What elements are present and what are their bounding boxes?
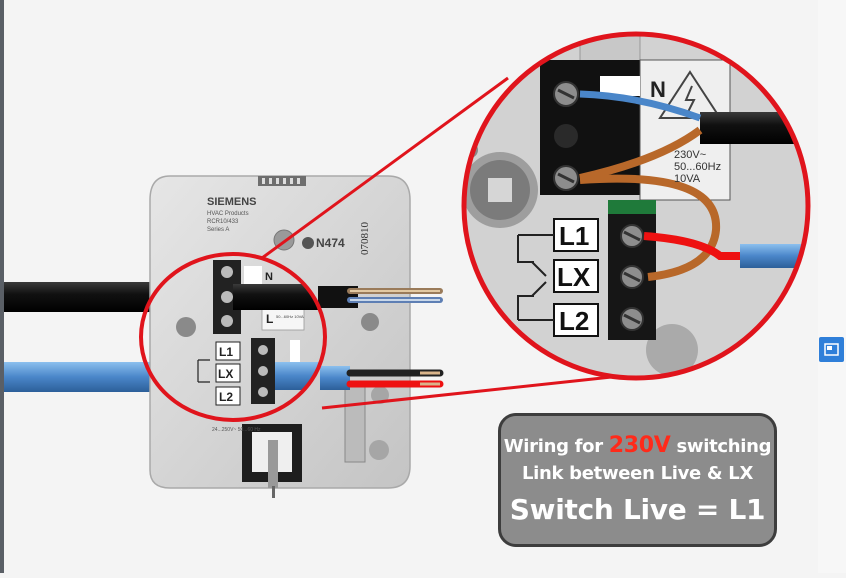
small-rating-box: 50...60Hz 10VA xyxy=(276,314,304,319)
caption-line-2: Link between Live & LX xyxy=(521,463,754,484)
small-terminal-l: L xyxy=(266,312,273,326)
picture-in-picture-icon xyxy=(824,343,839,356)
callout-line-bottom xyxy=(321,372,641,410)
zoom-terminal-n: N xyxy=(650,77,666,102)
thermostat-base-plate xyxy=(149,175,411,498)
zoom-terminal-lx: LX xyxy=(557,262,591,292)
product-line-label: HVAC Products xyxy=(207,211,249,217)
model-label: RCR10/433 xyxy=(207,219,239,225)
left-edge-bar xyxy=(0,0,4,573)
zoom-terminal-l2: L2 xyxy=(559,306,589,336)
callout-line-top xyxy=(261,76,509,260)
small-terminal-n: N xyxy=(265,271,273,283)
zoom-voltage: 230V~ xyxy=(674,149,706,161)
small-cable-ends xyxy=(318,286,444,390)
small-callout-circle xyxy=(139,252,327,422)
zoom-power: 10VA xyxy=(674,173,701,185)
right-side-strip xyxy=(818,0,846,573)
serial-number: 070810 xyxy=(359,222,371,256)
brand-label: SIEMENS xyxy=(207,196,257,208)
series-label: Series A xyxy=(207,227,229,233)
zoom-callout-circle xyxy=(461,31,811,381)
caption-line-1-suffix: switching xyxy=(670,436,772,457)
caption-line-1-prefix: Wiring for xyxy=(503,436,609,457)
small-terminal-l2: L2 xyxy=(219,390,233,404)
approval-mark: N474 xyxy=(316,236,345,250)
zoom-frequency: 50...60Hz xyxy=(674,161,721,173)
small-rating-label: 24...250V~ 50...60 Hz xyxy=(212,427,261,433)
small-terminal-l1: L1 xyxy=(219,345,233,359)
zoom-callout xyxy=(464,34,808,378)
caption-voltage-highlight: 230V xyxy=(608,433,671,458)
zoom-terminal-l1: L1 xyxy=(559,221,589,251)
caption-line-3: Switch Live = L1 xyxy=(509,493,766,526)
picture-in-picture-button[interactable] xyxy=(819,337,844,362)
caption-box: Wiring for 230V switching Link between L… xyxy=(498,413,777,547)
caption-line-1: Wiring for 230V switching xyxy=(501,433,774,458)
small-terminal-lx: LX xyxy=(218,367,233,381)
